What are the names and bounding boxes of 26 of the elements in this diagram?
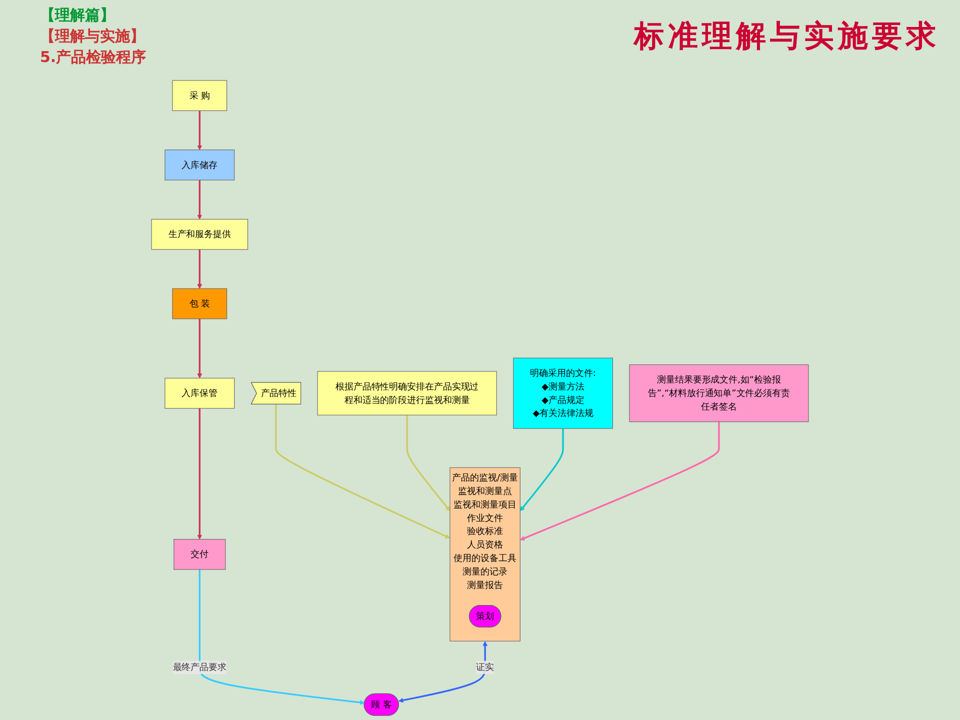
arrow (197, 180, 202, 220)
edge-label: 最终产品要求 (172, 662, 226, 672)
arrow (197, 408, 202, 540)
heading-label: 5.产品检验程序 (40, 48, 146, 67)
arrow (197, 249, 202, 289)
edge-label: 证实 (476, 662, 494, 672)
node-box: 明确采用的文件: ◆测量方法 ◆产品规定 ◆有关法律法规 (513, 358, 613, 429)
arrow (198, 570, 365, 705)
node-box: 生产和服务提供 (151, 218, 248, 250)
node-box: 包 装 (172, 288, 228, 320)
arrow (197, 110, 202, 150)
node-box: 交付 (174, 539, 226, 570)
arrow (275, 404, 450, 539)
arrow (197, 318, 202, 378)
node-box: 入库储存 (164, 150, 235, 180)
node-box: 根据产品特性明确安排在产品实现过程和适当的阶段进行监视和测量 (317, 371, 497, 416)
arrow (398, 641, 488, 703)
arrow (520, 422, 720, 540)
node-box: 入库保管 (164, 378, 235, 409)
arrow (520, 428, 564, 512)
node-box: 采 购 (172, 80, 228, 111)
title: 标准理解与实施要求 (634, 18, 940, 56)
heading-label: 【理解与实施】 (40, 27, 146, 46)
node-box: 测量结果要形成文件,如“检验报告”,“材料放行通知单”文件必须有责任者签名 (629, 364, 809, 422)
arrow (406, 415, 450, 512)
heading-label: 【理解篇】 (40, 6, 116, 25)
